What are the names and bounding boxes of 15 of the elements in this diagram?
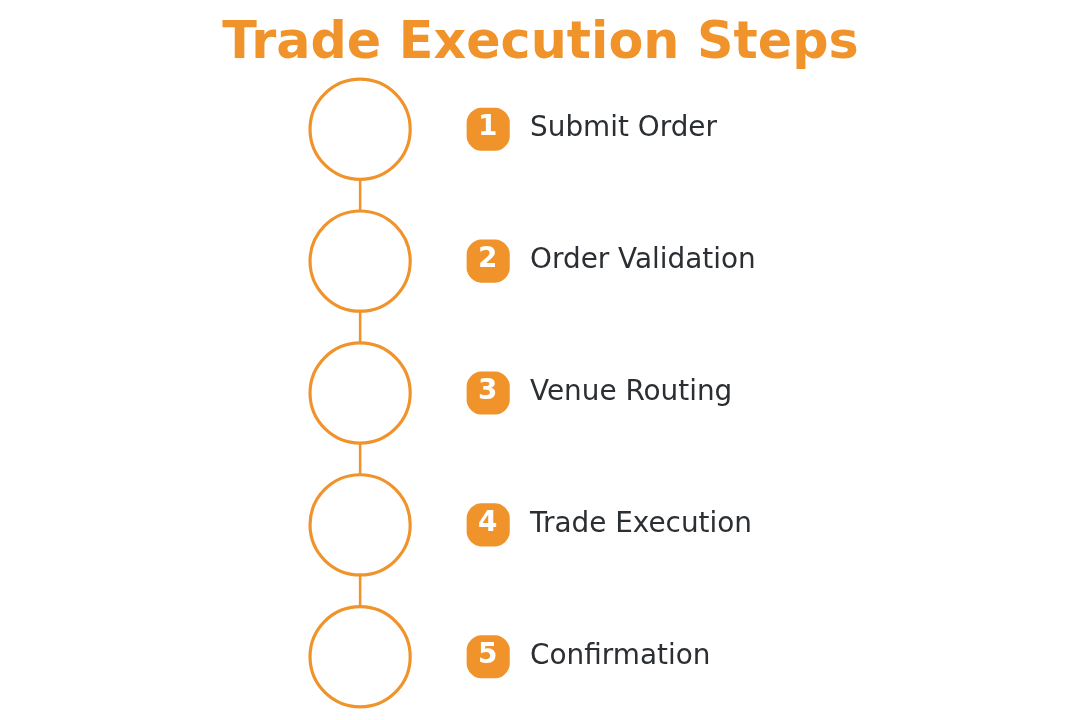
node-circle <box>307 605 412 709</box>
node-label: Confirmation <box>529 637 710 671</box>
node-label: Submit Order <box>529 110 717 144</box>
connector <box>358 443 361 475</box>
connector <box>358 179 361 211</box>
node-circle <box>307 209 412 313</box>
connector <box>358 575 361 607</box>
node-label: Order Validation <box>529 242 756 276</box>
connector <box>358 311 361 343</box>
node-circle <box>307 341 412 445</box>
node-label: Venue Routing <box>529 374 732 408</box>
node-circle <box>307 77 412 181</box>
node-circle <box>307 473 412 577</box>
node-label: Trade Execution <box>529 505 752 539</box>
diagram-title: Trade Execution Steps <box>221 10 859 70</box>
